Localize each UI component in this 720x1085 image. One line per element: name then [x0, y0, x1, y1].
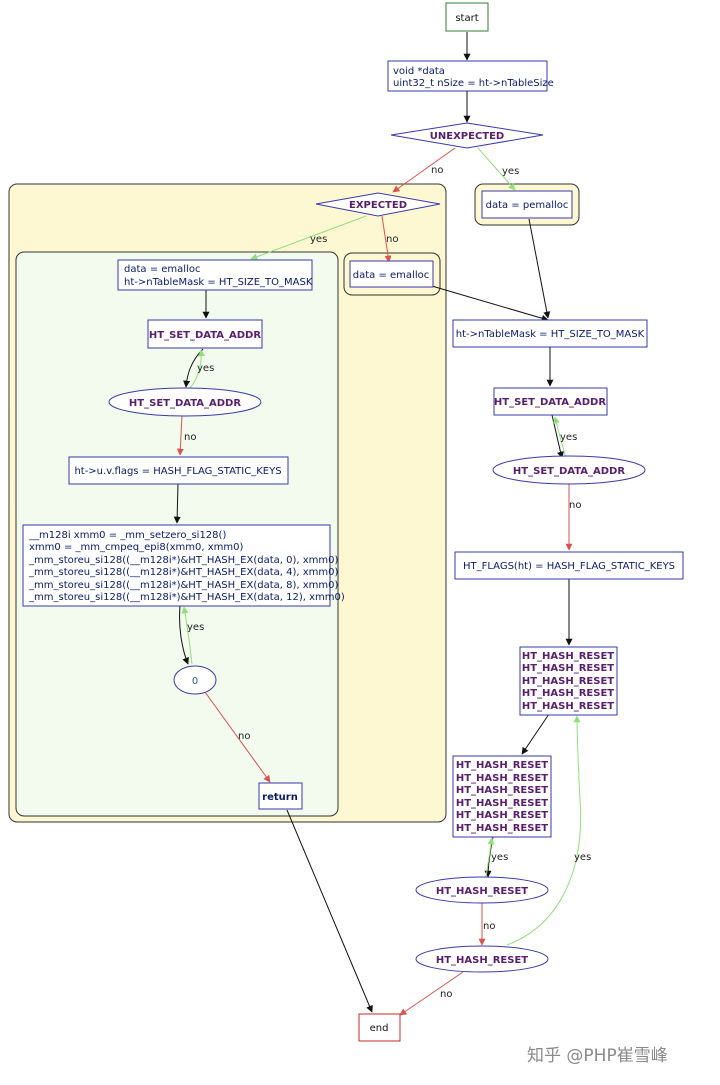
reset-decision-1: HT_HASH_RESET	[415, 876, 549, 904]
start-label: start	[455, 13, 478, 24]
declaration-node: void *data uint32_t nSize = ht->nTableSi…	[387, 60, 554, 92]
reset-group-2-line-3: HT_HASH_RESET	[456, 785, 548, 796]
reset-group-1-line-2: HT_HASH_RESET	[522, 663, 614, 674]
reset-group-2-line-1: HT_HASH_RESET	[456, 760, 548, 771]
edge-label-no-1: no	[431, 165, 443, 176]
edge-label-yes-7: yes	[574, 852, 591, 863]
edge-label-no-6: no	[483, 921, 495, 932]
sse-line-2: xmm0 = _mm_cmpeq_epi8(xmm0, xmm0)	[29, 542, 243, 553]
reset-cond-2-label: HT_HASH_RESET	[436, 955, 528, 966]
edge-label-yes-3: yes	[197, 363, 214, 374]
edge-label-yes-2: yes	[310, 234, 327, 245]
edge-label-yes-5: yes	[560, 432, 577, 443]
right-set-addr-cond-label: HT_SET_DATA_ADDR	[513, 466, 625, 477]
reset-group-2-line-4: HT_HASH_RESET	[456, 798, 548, 809]
sse-block-node: __m128i xmm0 = _mm_setzero_si128() xmm0 …	[22, 524, 345, 607]
edge-label-yes-4: yes	[187, 622, 204, 633]
reset-group-1-line-3: HT_HASH_RESET	[522, 676, 614, 687]
edge-label-no-4: no	[238, 731, 250, 742]
reset-group-2-line-6: HT_HASH_RESET	[456, 823, 548, 834]
emalloc-label: data = emalloc	[353, 270, 429, 281]
left-set-addr-cond-label: HT_SET_DATA_ADDR	[129, 398, 241, 409]
right-set-addr-node: HT_SET_DATA_ADDR	[493, 387, 608, 416]
start-node: start	[445, 2, 489, 32]
pemalloc-node: data = pemalloc	[481, 190, 573, 219]
edge-label-yes-6: yes	[491, 852, 508, 863]
reset-group-2-line-5: HT_HASH_RESET	[456, 810, 548, 821]
reset-cond-1-label: HT_HASH_RESET	[436, 886, 528, 897]
end-label: end	[370, 1023, 389, 1034]
left-flags-label: ht->u.v.flags = HASH_FLAG_STATIC_KEYS	[74, 466, 281, 477]
edge-label-no-3: no	[184, 432, 196, 443]
edge-label-no-7: no	[440, 989, 452, 1000]
sse-line-3: _mm_storeu_si128((__m128i*)&HT_HASH_EX(d…	[28, 555, 338, 566]
sse-line-5: _mm_storeu_si128((__m128i*)&HT_HASH_EX(d…	[28, 580, 338, 591]
left-flags-node: ht->u.v.flags = HASH_FLAG_STATIC_KEYS	[68, 456, 289, 485]
reset-group-1-node: HT_HASH_RESET HT_HASH_RESET HT_HASH_RESE…	[519, 646, 618, 716]
left-alloc-node: data = emalloc ht->nTableMask = HT_SIZE_…	[117, 259, 313, 291]
right-flags-label: HT_FLAGS(ht) = HASH_FLAG_STATIC_KEYS	[463, 561, 675, 572]
unexpected-decision: UNEXPECTED	[390, 122, 544, 149]
expected-decision: EXPECTED	[315, 192, 441, 217]
decl-line-2: uint32_t nSize = ht->nTableSize	[393, 78, 554, 89]
right-set-addr-decision: HT_SET_DATA_ADDR	[492, 455, 646, 485]
edge-label-no-5: no	[569, 500, 581, 511]
unexpected-label: UNEXPECTED	[430, 131, 504, 142]
decl-line-1: void *data	[393, 66, 445, 77]
return-node: return	[258, 782, 303, 810]
watermark: 知乎 @PHP崔雪峰	[527, 1046, 668, 1066]
edge-label-no-2: no	[386, 234, 398, 245]
sse-line-4: _mm_storeu_si128((__m128i*)&HT_HASH_EX(d…	[28, 567, 338, 578]
expected-label: EXPECTED	[349, 200, 407, 211]
reset-group-2-node: HT_HASH_RESET HT_HASH_RESET HT_HASH_RESE…	[452, 755, 552, 838]
left-alloc-line-1: data = emalloc	[124, 264, 200, 275]
right-set-addr-label: HT_SET_DATA_ADDR	[494, 397, 606, 408]
right-mask-node: ht->nTableMask = HT_SIZE_TO_MASK	[452, 319, 648, 348]
sse-line-6: _mm_storeu_si128((__m128i*)&HT_HASH_EX(d…	[28, 592, 345, 603]
edges	[173, 32, 582, 1016]
reset-group-2-line-2: HT_HASH_RESET	[456, 773, 548, 784]
emalloc-node: data = emalloc	[349, 260, 434, 288]
reset-group-1-line-5: HT_HASH_RESET	[522, 701, 614, 712]
reset-group-1-line-1: HT_HASH_RESET	[522, 651, 614, 662]
edge-label-yes-1: yes	[502, 166, 519, 177]
left-set-addr-decision: HT_SET_DATA_ADDR	[108, 387, 262, 417]
reset-decision-2: HT_HASH_RESET	[415, 945, 549, 973]
right-mask-label: ht->nTableMask = HT_SIZE_TO_MASK	[456, 329, 645, 340]
left-set-addr-node: HT_SET_DATA_ADDR	[147, 319, 263, 349]
pemalloc-label: data = pemalloc	[486, 200, 569, 211]
zero-label: 0	[192, 676, 198, 687]
right-flags-node: HT_FLAGS(ht) = HASH_FLAG_STATIC_KEYS	[454, 551, 684, 580]
reset-group-1-line-4: HT_HASH_RESET	[522, 688, 614, 699]
sse-line-1: __m128i xmm0 = _mm_setzero_si128()	[28, 530, 226, 541]
end-node: end	[358, 1013, 401, 1042]
zero-decision: 0	[173, 665, 217, 695]
left-set-addr-label: HT_SET_DATA_ADDR	[149, 330, 261, 341]
return-label: return	[262, 792, 298, 803]
left-alloc-line-2: ht->nTableMask = HT_SIZE_TO_MASK	[124, 277, 313, 288]
